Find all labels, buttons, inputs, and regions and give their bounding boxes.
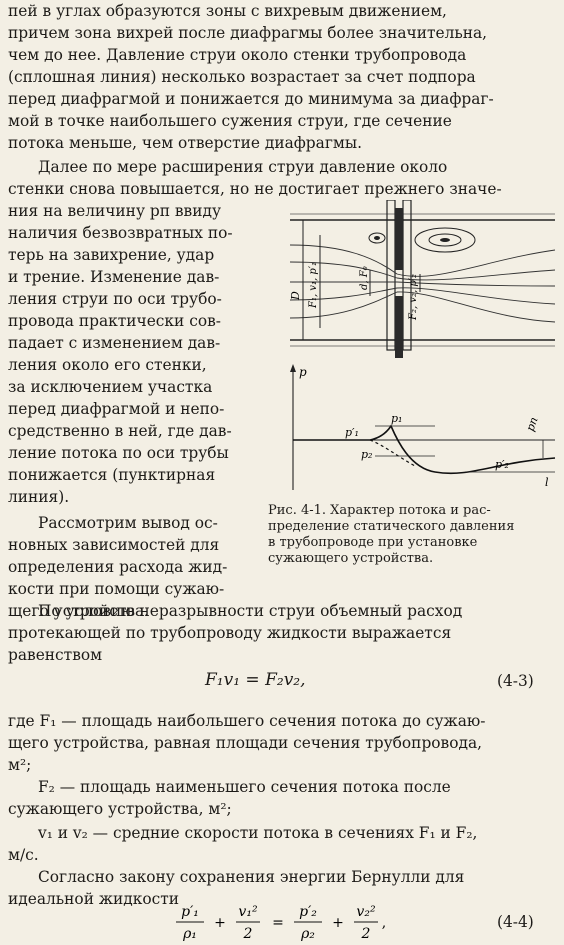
eq-num-3: p′₂	[299, 904, 317, 920]
text-line: мой в точке наибольшего сужения струи, г…	[8, 112, 452, 130]
label-p2-prime: p′₂	[495, 458, 509, 471]
label-p2: p₂	[361, 448, 372, 461]
label-l-axis: l	[545, 476, 549, 489]
text-line: сужающего устройства, м²;	[8, 800, 232, 818]
text-line: Согласно закону сохранения энергии Берну…	[38, 868, 465, 886]
text-line: где F₁ — площадь наибольшего сечения пот…	[8, 712, 486, 730]
text-line: терь на завихрение, удар	[8, 246, 215, 264]
text-line: ление потока по оси трубы	[8, 444, 229, 462]
text-line: щего устройства, равная площади сечения …	[8, 734, 483, 752]
text-line: понижается (пунктирная	[8, 466, 216, 484]
text-line: потока меньше, чем отверстие диафрагмы.	[8, 134, 363, 152]
text-line: идеальной жидкости	[8, 890, 180, 908]
text-line: кости при помощи сужаю-	[8, 580, 225, 598]
text-line: м²;	[8, 756, 32, 774]
label-F1: F₁, v₁, p′₁	[308, 262, 319, 309]
caption-line: пределение статического давления	[268, 519, 515, 534]
text-line: наличия безвозвратных по-	[8, 224, 233, 242]
text-line: за исключением участка	[8, 378, 213, 396]
label-pn: pп	[524, 415, 541, 433]
text-line: протекающей по трубопроводу жидкости выр…	[8, 624, 452, 642]
text-line: м/с.	[8, 846, 39, 864]
eq-num-2: v₁²	[238, 904, 258, 920]
text-line: ления около его стенки,	[8, 356, 207, 374]
text-line: (сплошная линия) несколько возрастает за…	[8, 68, 476, 86]
paragraph-wrapped: ния на величину pп ввиду наличия безвозв…	[8, 200, 260, 622]
label-p-axis: p	[299, 365, 307, 379]
eq-den-2: 2	[243, 926, 253, 942]
equation-4-4: p′₁ ρ₁ + v₁² 2 = p′₂ ρ₂ + v₂² 2 ,	[176, 904, 386, 942]
text-line: провода практически сов-	[8, 312, 221, 330]
figure-4-1: D F₁, v₁, p′₁ d, F₀ F₂, v₂, p′₂ p p′₁ p₁…	[289, 200, 556, 490]
text-line: и трение. Изменение дав-	[8, 268, 220, 286]
svg-text:,: ,	[382, 915, 386, 931]
text-line: линия).	[8, 488, 70, 506]
text-line: определения расхода жид-	[8, 558, 228, 576]
eq-num-4: v₂²	[356, 904, 376, 920]
label-dF0: d, F₀	[359, 266, 370, 290]
text-line: Рассмотрим вывод ос-	[38, 514, 218, 532]
figure-caption: Рис. 4-1. Характер потока и рас- пределе…	[268, 503, 563, 567]
eq-den-3: ρ₂	[300, 926, 315, 942]
text-line: v₁ и v₂ — средние скорости потока в сече…	[38, 824, 478, 842]
equation-number-4-4: (4-4)	[497, 913, 534, 931]
text-line: Далее по мере расширения струи давление …	[38, 158, 448, 176]
label-p1-prime: p′₁	[345, 426, 359, 439]
text-line: перед диафрагмой и понижается до минимум…	[8, 90, 494, 108]
text-line: равенством	[8, 646, 103, 664]
eq-den-4: 2	[361, 926, 371, 942]
caption-line: в трубопроводе при установке	[268, 535, 478, 550]
equation-4-3: F₁v₁ = F₂v₂,	[205, 670, 306, 690]
text-line: новных зависимостей для	[8, 536, 220, 554]
text-line: чем до нее. Давление струи около стенки …	[8, 46, 467, 64]
caption-line: Рис. 4-1. Характер потока и рас-	[268, 503, 491, 518]
label-F2: F₂, v₂, p′₂	[408, 274, 419, 321]
svg-text:=: =	[272, 915, 284, 931]
text-line: перед диафрагмой и непо-	[8, 400, 225, 418]
eq-num-1: p′₁	[181, 904, 199, 920]
eq-den-1: ρ₁	[182, 926, 197, 942]
text-line: ления струи по оси трубо-	[8, 290, 222, 308]
caption-line: сужающего устройства.	[268, 551, 434, 566]
equation-number-4-3: (4-3)	[497, 672, 534, 690]
text-line: ния на величину pп ввиду	[8, 202, 222, 220]
text-line: средственно в ней, где дав-	[8, 422, 232, 440]
text-line: причем зона вихрей после диафрагмы более…	[8, 24, 488, 42]
text-line: щего устройства.	[8, 602, 150, 620]
svg-text:+: +	[332, 915, 344, 931]
text-line: По условию неразрывности струи объемный …	[38, 602, 463, 620]
text-line: падает с изменением дав-	[8, 334, 221, 352]
label-D: D	[289, 291, 302, 301]
text-line: стенки снова повышается, но не достигает…	[8, 180, 502, 198]
text-line: пей в углах образуются зоны с вихревым д…	[8, 2, 447, 20]
text-line: F₂ — площадь наименьшего сечения потока …	[38, 778, 451, 796]
label-p1: p₁	[391, 412, 402, 425]
svg-text:+: +	[214, 915, 226, 931]
